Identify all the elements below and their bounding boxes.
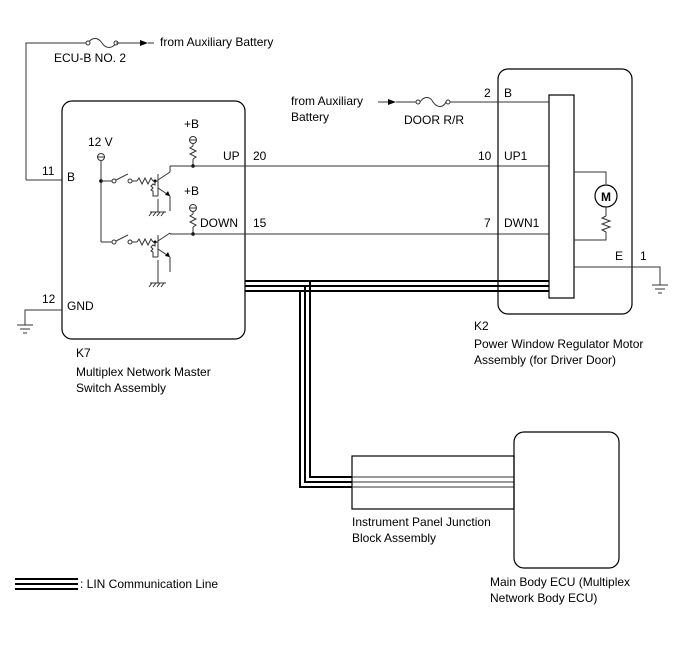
door-rr-fuse-icon bbox=[419, 97, 447, 107]
pullup-resistor-icon bbox=[188, 213, 198, 228]
main-body-ecu-name-2: Network Body ECU) bbox=[490, 591, 597, 605]
motor-pin-up1-name: UP1 bbox=[504, 149, 528, 163]
pin-up-name: UP bbox=[223, 149, 240, 163]
motor-pin-e-name: E bbox=[615, 249, 623, 263]
motor-name-1: Power Window Regulator Motor bbox=[474, 337, 643, 351]
resistor-icon bbox=[136, 237, 154, 247]
pin-down-number: 15 bbox=[253, 216, 267, 230]
motor-connector-block bbox=[548, 94, 575, 299]
motor-symbol-label: M bbox=[601, 190, 611, 204]
pin-gnd-name: GND bbox=[67, 299, 94, 313]
motor-pin-dwn1-number: 7 bbox=[484, 216, 491, 230]
main-body-ecu-name-1: Main Body ECU (Multiplex bbox=[490, 575, 630, 589]
up-transistor-icon bbox=[157, 171, 171, 181]
junction-block-name-2: Block Assembly bbox=[352, 531, 436, 545]
legend: : LIN Communication Line bbox=[15, 577, 218, 591]
pin-b-name: B bbox=[67, 170, 75, 184]
down-switch-icon bbox=[115, 234, 129, 242]
motor-pin-e-number: 1 bbox=[640, 249, 647, 263]
pin-b-number: 11 bbox=[42, 164, 55, 178]
door-rr-source-1: from Auxiliary bbox=[291, 94, 363, 108]
down-transistor-icon bbox=[157, 232, 171, 242]
motor-ground-icon bbox=[652, 284, 668, 294]
arrow-icon bbox=[388, 99, 396, 105]
pullup-resistor-icon bbox=[188, 145, 198, 160]
ground-icon bbox=[17, 324, 33, 334]
supply-b-up-label: +B bbox=[184, 117, 199, 131]
ecu-b-fuse-label: ECU-B NO. 2 bbox=[54, 51, 126, 65]
arrow-icon bbox=[140, 40, 148, 46]
up-chassis-ground-icon bbox=[148, 205, 166, 217]
pin-down-name: DOWN bbox=[200, 216, 238, 230]
door-rr-fuse-label: DOOR R/R bbox=[404, 113, 464, 127]
door-rr-source-2: Battery bbox=[291, 110, 329, 124]
motor-code: K2 bbox=[474, 319, 489, 333]
pin-up-number: 20 bbox=[253, 149, 267, 163]
lin-bus bbox=[245, 280, 549, 488]
master-switch-name-1: Multiplex Network Master bbox=[76, 365, 211, 379]
up-switch-icon bbox=[115, 173, 129, 181]
ecu-b-fuse-icon bbox=[87, 38, 117, 48]
pin-gnd-number: 12 bbox=[42, 292, 56, 306]
junction-block-name-1: Instrument Panel Junction bbox=[352, 515, 491, 529]
motor-pin-dwn1-name: DWN1 bbox=[504, 216, 540, 230]
down-chassis-ground-icon bbox=[148, 276, 166, 288]
master-switch-assembly: 11 B 12 GND 12 V bbox=[17, 100, 498, 395]
motor-pin-b-name: B bbox=[504, 86, 512, 100]
motor-pin-b-number: 2 bbox=[484, 86, 491, 100]
ecu-b-supply-circuit: from Auxiliary Battery ECU-B NO. 2 bbox=[25, 35, 273, 181]
main-body-ecu: Main Body ECU (Multiplex Network Body EC… bbox=[490, 431, 630, 605]
resistor-icon bbox=[136, 176, 154, 186]
ecu-b-source-label: from Auxiliary Battery bbox=[160, 35, 273, 49]
junction-block: Instrument Panel Junction Block Assembly bbox=[351, 455, 515, 545]
supply-b-down-label: +B bbox=[184, 184, 199, 198]
supply-12v-label: 12 V bbox=[88, 135, 113, 149]
motor-resistor-icon bbox=[600, 215, 612, 233]
motor-pin-up1-number: 10 bbox=[478, 149, 492, 163]
lin-line-legend-icon bbox=[15, 578, 78, 590]
master-switch-code: K7 bbox=[76, 346, 91, 360]
master-switch-name-2: Switch Assembly bbox=[76, 381, 166, 395]
motor-assembly: from Auxiliary Battery DOOR R/R 2 B 10 U… bbox=[291, 68, 668, 367]
legend-lin-label: : LIN Communication Line bbox=[80, 577, 218, 591]
motor-name-2: Assembly (for Driver Door) bbox=[474, 353, 616, 367]
